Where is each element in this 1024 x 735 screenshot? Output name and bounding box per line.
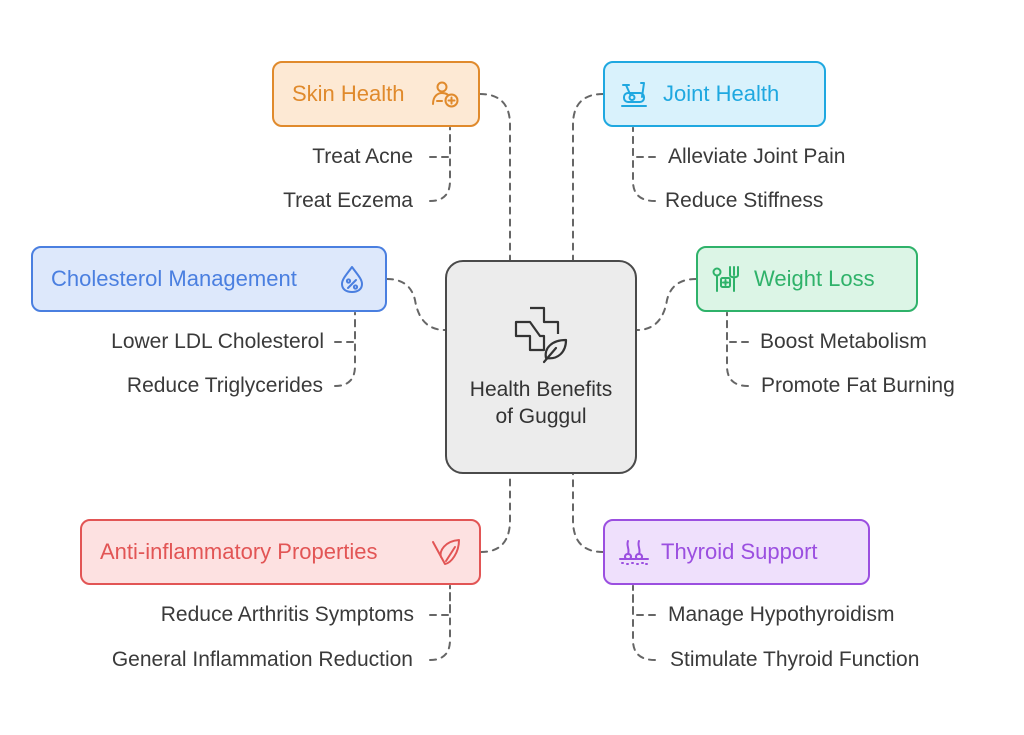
connector-skin-acne (429, 127, 451, 158)
connector-joint-pain (632, 127, 656, 158)
weight-loss-title: Weight Loss (754, 266, 875, 291)
joint-health-node: Joint Health (603, 61, 826, 127)
center-title: Health Benefits of Guggul (469, 378, 613, 428)
thyroid-support-node: Thyroid Support (603, 519, 870, 585)
connector-thyroid-hypo (632, 585, 656, 616)
connector-inflammation (480, 473, 511, 553)
connector-inflammation-arthritis (429, 585, 451, 616)
anti-inflammatory-title: Anti-inflammatory Properties (100, 539, 378, 564)
connector-thyroid-stimulate (632, 585, 656, 661)
skin-item-acne: Treat Acne (312, 145, 413, 168)
connector-weight-fat (726, 312, 749, 387)
cholesterol-title: Cholesterol Management (51, 266, 297, 291)
joint-item-stiffness: Reduce Stiffness (665, 189, 824, 212)
cholesterol-item-ldl: Lower LDL Cholesterol (111, 330, 324, 353)
connector-skin (479, 93, 511, 261)
fork-apple-icon (712, 266, 739, 292)
inflammation-item-general: General Inflammation Reduction (111, 648, 413, 671)
percent-drop-icon (341, 266, 363, 293)
skin-health-node: Skin Health (272, 61, 480, 127)
connector-weight (636, 278, 697, 331)
connector-weight-metabolism (726, 312, 749, 343)
cholesterol-node: Cholesterol Management (31, 246, 387, 312)
connector-skin-eczema (429, 127, 451, 202)
joint-health-title: Joint Health (663, 81, 780, 106)
connector-cholesterol (386, 278, 446, 331)
thyroid-support-title: Thyroid Support (661, 539, 818, 564)
thyroid-item-stimulate: Stimulate Thyroid Function (670, 648, 920, 671)
medical-cross-leaf-icon (514, 306, 568, 364)
anti-inflammatory-node: Anti-inflammatory Properties (80, 519, 481, 585)
connector-cholesterol-tg (334, 312, 356, 387)
cholesterol-item-tg: Reduce Triglycerides (126, 374, 323, 397)
connector-joint-stiffness (632, 127, 656, 202)
skin-item-eczema: Treat Eczema (283, 189, 413, 212)
skin-health-title: Skin Health (292, 81, 405, 106)
leaf-icon (432, 539, 460, 565)
weight-item-fat: Promote Fat Burning (761, 374, 955, 397)
joint-item-pain: Alleviate Joint Pain (668, 145, 846, 168)
connector-cholesterol-ldl (334, 312, 356, 343)
connector-inflammation-general (429, 585, 451, 661)
center-node: Health Benefits of Guggul (445, 260, 637, 474)
connector-thyroid (572, 473, 604, 553)
connector-joint (572, 93, 604, 261)
thyroid-item-hypo: Manage Hypothyroidism (668, 603, 895, 626)
hair-follicle-icon (619, 540, 649, 565)
weight-item-metabolism: Boost Metabolism (760, 330, 927, 353)
inflammation-item-arthritis: Reduce Arthritis Symptoms (160, 603, 414, 626)
exercise-bike-icon (621, 82, 647, 107)
weight-loss-node: Weight Loss (696, 246, 918, 312)
person-plus-icon (432, 81, 459, 108)
